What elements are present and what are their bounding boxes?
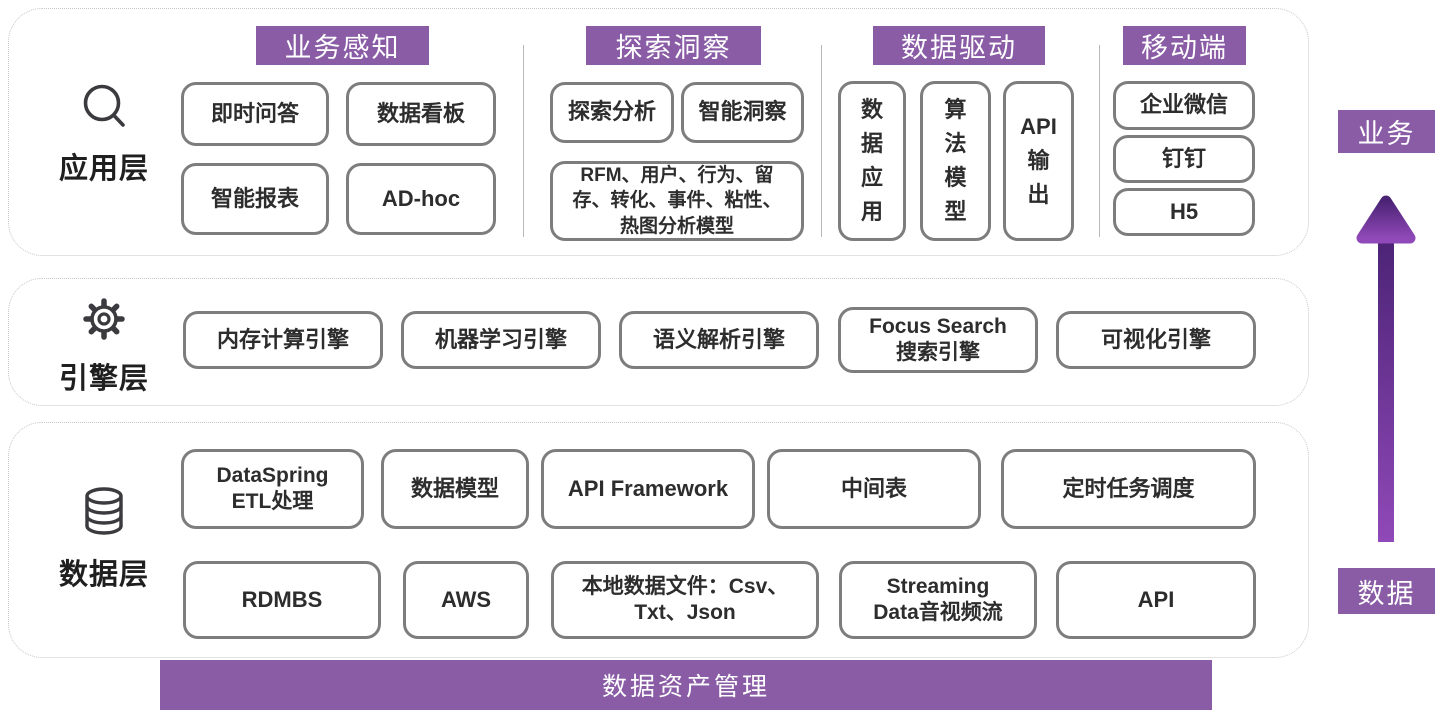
- box-analysis-models: RFM、用户、行为、留 存、转化、事件、粘性、 热图分析模型: [550, 161, 804, 241]
- data-badge: 数据: [1338, 568, 1435, 614]
- box-instant-qa: 即时问答: [181, 82, 329, 146]
- box-focus-search-engine: Focus Search 搜索引擎: [838, 307, 1038, 373]
- group-divider: [523, 45, 524, 237]
- box-scheduled-tasks: 定时任务调度: [1001, 449, 1256, 529]
- box-dingtalk: 钉钉: [1113, 135, 1255, 183]
- group-divider: [1099, 45, 1100, 237]
- business-badge: 业务: [1338, 110, 1435, 153]
- box-api-output: API 输 出: [1003, 81, 1074, 241]
- data-layer-title: 数据层: [58, 559, 149, 591]
- application-layer-panel: 应用层 业务感知 探索洞察 数据驱动 移动端 即时问答 数据看板 智能报表 AD…: [8, 8, 1309, 256]
- box-rdmbs: RDMBS: [183, 561, 381, 639]
- engine-layer-label: 引擎层: [37, 293, 171, 397]
- box-local-data-files: 本地数据文件：Csv、 Txt、Json: [551, 561, 819, 639]
- box-explore-analysis: 探索分析: [550, 82, 674, 143]
- group-divider: [821, 45, 822, 237]
- box-data-model: 数据模型: [381, 449, 529, 529]
- application-layer-label: 应用层: [37, 81, 171, 187]
- application-layer-title: 应用层: [58, 153, 149, 185]
- box-aws: AWS: [403, 561, 529, 639]
- gear-icon: [78, 293, 130, 350]
- box-semantic-parsing-engine: 语义解析引擎: [619, 311, 819, 369]
- box-h5: H5: [1113, 188, 1255, 236]
- data-layer-label: 数据层: [37, 485, 171, 593]
- box-intermediate-table: 中间表: [767, 449, 981, 529]
- box-wecom: 企业微信: [1113, 81, 1255, 130]
- box-data-dashboard: 数据看板: [346, 82, 496, 146]
- engine-layer-title: 引擎层: [58, 363, 149, 395]
- box-smart-report: 智能报表: [181, 163, 329, 235]
- box-memory-compute-engine: 内存计算引擎: [183, 311, 383, 369]
- group-header-mobile: 移动端: [1123, 26, 1246, 65]
- group-header-data-driven: 数据驱动: [873, 26, 1045, 65]
- box-ad-hoc: AD-hoc: [346, 163, 496, 235]
- box-dataspring-etl: DataSpring ETL处理: [181, 449, 364, 529]
- box-data-application: 数 据 应 用: [838, 81, 906, 241]
- up-arrow-icon: [1353, 194, 1419, 546]
- database-icon: [77, 485, 131, 546]
- group-header-explore-insight: 探索洞察: [586, 26, 761, 65]
- box-visualization-engine: 可视化引擎: [1056, 311, 1256, 369]
- data-layer-panel: 数据层 DataSpring ETL处理 数据模型 API Framework …: [8, 422, 1309, 658]
- box-algorithm-model: 算 法 模 型: [920, 81, 991, 241]
- engine-layer-panel: 引擎层 内存计算引擎 机器学习引擎 语义解析引擎 Focus Search 搜索…: [8, 278, 1309, 406]
- magnifier-icon: [78, 81, 130, 140]
- box-api: API: [1056, 561, 1256, 639]
- box-streaming-data: Streaming Data音视频流: [839, 561, 1037, 639]
- data-asset-management-bar: 数据资产管理: [160, 660, 1212, 710]
- group-header-business-sense: 业务感知: [256, 26, 429, 65]
- box-machine-learning-engine: 机器学习引擎: [401, 311, 601, 369]
- box-api-framework: API Framework: [541, 449, 755, 529]
- box-smart-insight: 智能洞察: [681, 82, 804, 143]
